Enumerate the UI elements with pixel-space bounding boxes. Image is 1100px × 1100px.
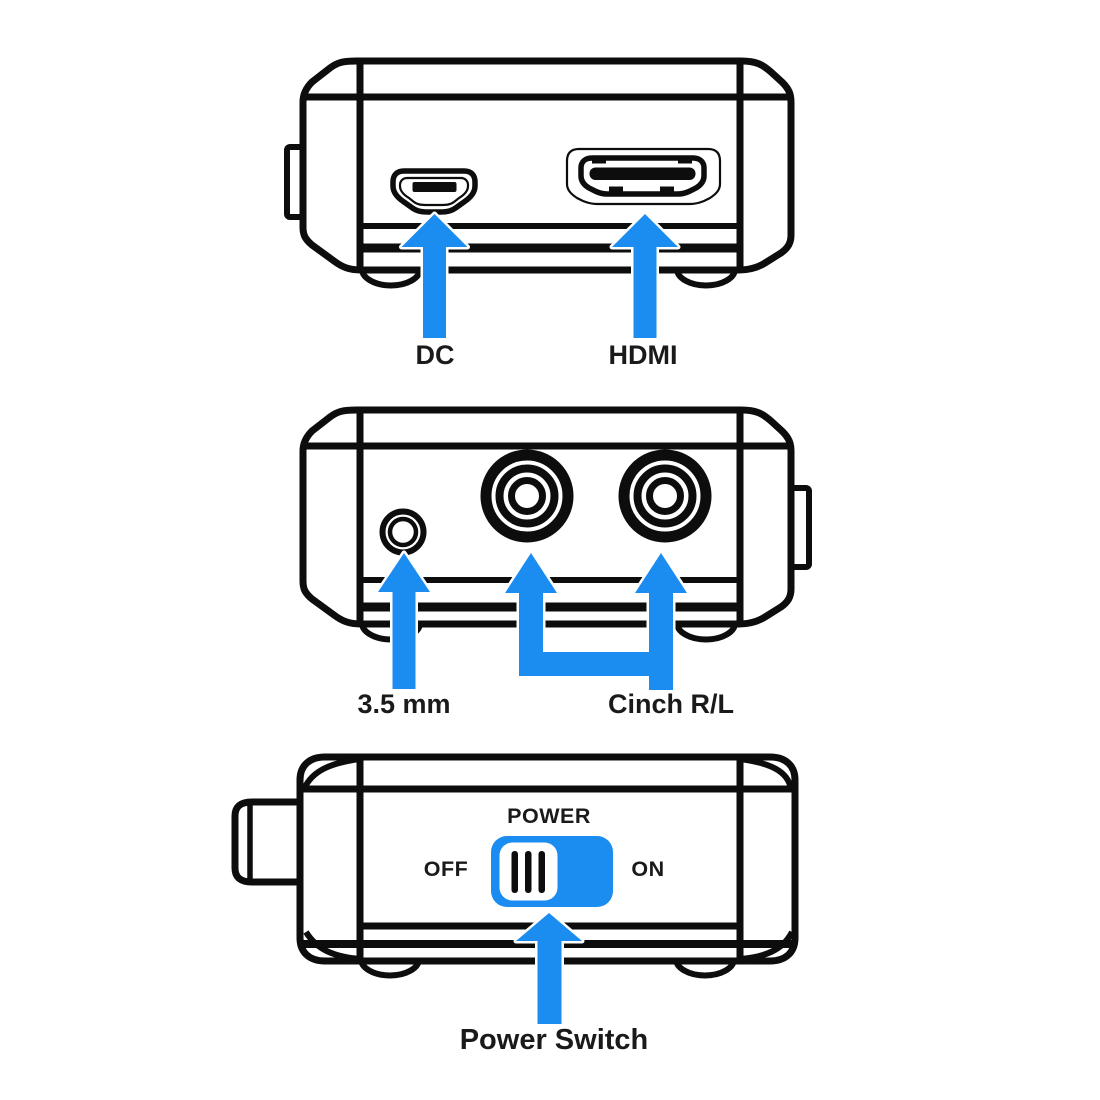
plug-connector-icon <box>231 798 309 886</box>
panel-top-rear-view: DC HDMI <box>284 57 795 370</box>
up-arrow-hdmi <box>609 211 681 341</box>
device-body-outline <box>299 57 795 274</box>
up-arrow-power-switch <box>513 910 585 1027</box>
jack-label: 3.5 mm <box>357 689 450 719</box>
up-arrow-jack <box>375 550 433 692</box>
knob-grip-line <box>511 851 518 893</box>
u-arrow-cinch <box>502 550 690 693</box>
panel-bottom-top-view: POWER OFF ON Power Switch <box>231 753 799 1056</box>
power-switch <box>491 836 613 907</box>
up-arrow-dc <box>399 211 470 341</box>
rca-cinch-right-port <box>618 449 712 543</box>
body-edge-lines <box>303 410 791 624</box>
corner-bevel-curves <box>301 756 794 791</box>
power-switch-caption: Power Switch <box>460 1024 649 1056</box>
micro-usb-dc-port <box>390 168 478 215</box>
on-label: ON <box>631 857 664 881</box>
hdmi-label: HDMI <box>609 340 678 370</box>
power-label: POWER <box>507 804 591 828</box>
dc-label: DC <box>416 340 455 370</box>
cinch-label: Cinch R/L <box>608 689 734 719</box>
rca-cinch-left-port <box>480 449 574 543</box>
knob-grip-line <box>538 851 545 893</box>
panel-middle-front-view: 3.5 mm Cinch R/L <box>299 406 812 719</box>
off-label: OFF <box>424 857 469 881</box>
body-edge-lines <box>303 61 791 270</box>
corner-bevel-curves <box>303 930 795 962</box>
hdmi-port <box>565 147 722 206</box>
knob-grip-line <box>525 851 532 893</box>
